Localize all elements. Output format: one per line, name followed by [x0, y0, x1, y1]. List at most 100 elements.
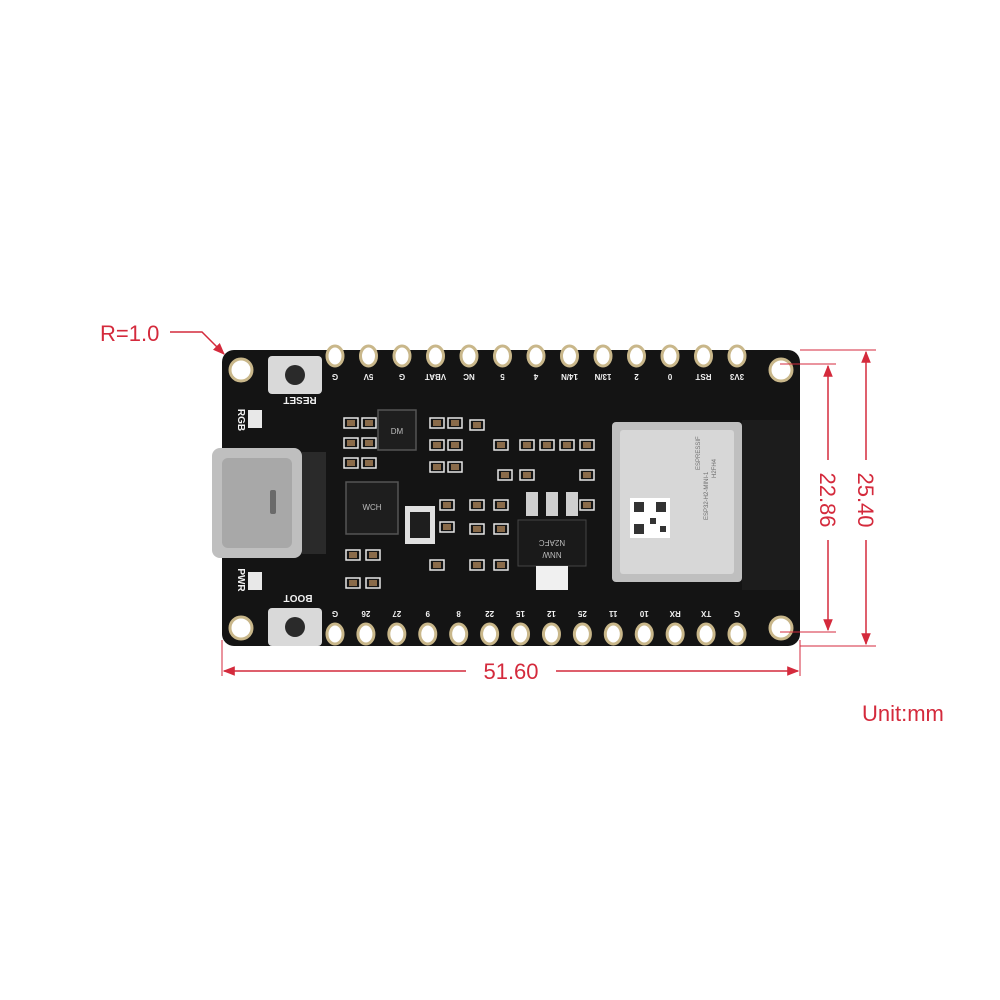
bottom-pin-pad	[541, 622, 561, 646]
passive-body	[563, 442, 571, 448]
passive-outline	[493, 439, 509, 451]
passive-body	[451, 442, 459, 448]
svg-text:NNW: NNW	[542, 550, 562, 559]
passive-body	[451, 420, 459, 426]
bottom-pin-pad	[634, 622, 654, 646]
passive-outline	[579, 499, 595, 511]
top-pin-label: RST	[695, 372, 711, 381]
top-pin-pad	[325, 344, 345, 368]
passive-outline	[345, 577, 361, 589]
bottom-pin-label: 8	[456, 609, 461, 618]
passive-outline	[439, 521, 455, 533]
svg-text:WCH: WCH	[362, 503, 381, 512]
rgb-led	[248, 410, 262, 428]
passive-body	[497, 526, 505, 532]
passive-outline	[539, 439, 555, 451]
top-pin-pad	[426, 344, 445, 368]
passive-outline	[343, 437, 359, 449]
passive-components	[343, 417, 595, 589]
bottom-pin-pad	[665, 622, 685, 646]
bottom-pin-label: G	[734, 609, 740, 618]
passive-outline	[447, 417, 463, 429]
passive-body	[369, 552, 377, 558]
usb-c-connector[interactable]	[212, 448, 326, 558]
rgb-label: RGB	[235, 409, 246, 431]
passive-body	[347, 440, 355, 446]
ic-chips: DM WCH	[345, 409, 435, 544]
passive-body	[583, 502, 591, 508]
passive-outline	[493, 499, 509, 511]
width-dimension: 51.60	[221, 640, 801, 684]
passive-body	[451, 464, 459, 470]
passive-outline	[361, 417, 377, 429]
passive-outline	[519, 439, 535, 451]
passive-outline	[429, 417, 445, 429]
top-pin-label: 2	[634, 372, 639, 381]
module-model: ESP32-H2-MINI-1	[704, 471, 710, 520]
pwr-led	[248, 572, 262, 590]
bottom-pin-pad	[511, 622, 531, 646]
passive-body	[365, 440, 373, 446]
bottom-pin-pad	[449, 622, 469, 646]
top-pin-pad	[560, 344, 579, 368]
passive-body	[473, 422, 481, 428]
top-pin-label: G	[332, 372, 338, 381]
bottom-pin-pad	[480, 622, 500, 646]
passive-body	[365, 420, 373, 426]
top-pin-pad	[493, 344, 512, 368]
bottom-pin-label: RX	[669, 609, 681, 618]
svg-text:N2AFC: N2AFC	[539, 538, 565, 547]
bottom-pin-pad	[727, 622, 747, 646]
passive-outline	[343, 417, 359, 429]
passive-outline	[579, 439, 595, 451]
antenna-area	[742, 420, 800, 590]
pin-spacing-dimension: 22.86	[780, 363, 840, 633]
top-pin-label: 3V3	[729, 372, 744, 381]
reset-button[interactable]	[268, 356, 322, 394]
passive-outline	[493, 523, 509, 535]
reset-label: RESET	[283, 394, 316, 405]
passive-outline	[493, 559, 509, 571]
passive-outline	[365, 577, 381, 589]
radius-annotation: R=1.0	[100, 321, 225, 355]
passive-outline	[345, 549, 361, 561]
svg-text:DM: DM	[391, 427, 404, 436]
top-pin-pad	[459, 344, 479, 368]
board-height-dimension: 25.40	[800, 349, 878, 647]
passive-body	[501, 472, 509, 478]
top-pin-pad	[392, 344, 412, 368]
passive-outline	[559, 439, 575, 451]
bottom-pin-label: 15	[516, 609, 525, 618]
pin-spacing-label: 22.86	[815, 472, 840, 527]
bottom-pin-label: 25	[577, 609, 586, 618]
top-pin-label: NC	[463, 372, 475, 381]
passive-outline	[447, 461, 463, 473]
passive-outline	[519, 469, 535, 481]
passive-outline	[469, 419, 485, 431]
boot-button[interactable]	[268, 608, 322, 646]
passive-body	[473, 562, 481, 568]
top-pin-pad	[660, 344, 680, 368]
passive-outline	[439, 499, 455, 511]
passive-outline	[429, 439, 445, 451]
passive-body	[365, 460, 373, 466]
passive-outline	[343, 457, 359, 469]
passive-body	[497, 562, 505, 568]
bottom-pin-pad	[387, 622, 407, 646]
top-pin-pad	[359, 344, 378, 368]
bottom-pin-label: TX	[700, 609, 711, 618]
bottom-pin-pad	[603, 622, 623, 646]
passive-body	[583, 442, 591, 448]
passive-body	[433, 442, 441, 448]
passive-body	[369, 580, 377, 586]
top-pin-label: 5V	[363, 372, 373, 381]
top-pin-pad	[694, 344, 713, 368]
top-pin-pad	[627, 344, 646, 368]
passive-body	[443, 524, 451, 530]
bottom-pin-label: 27	[392, 609, 401, 618]
passive-body	[497, 442, 505, 448]
top-pin-label: 4	[533, 372, 538, 381]
passive-body	[543, 442, 551, 448]
